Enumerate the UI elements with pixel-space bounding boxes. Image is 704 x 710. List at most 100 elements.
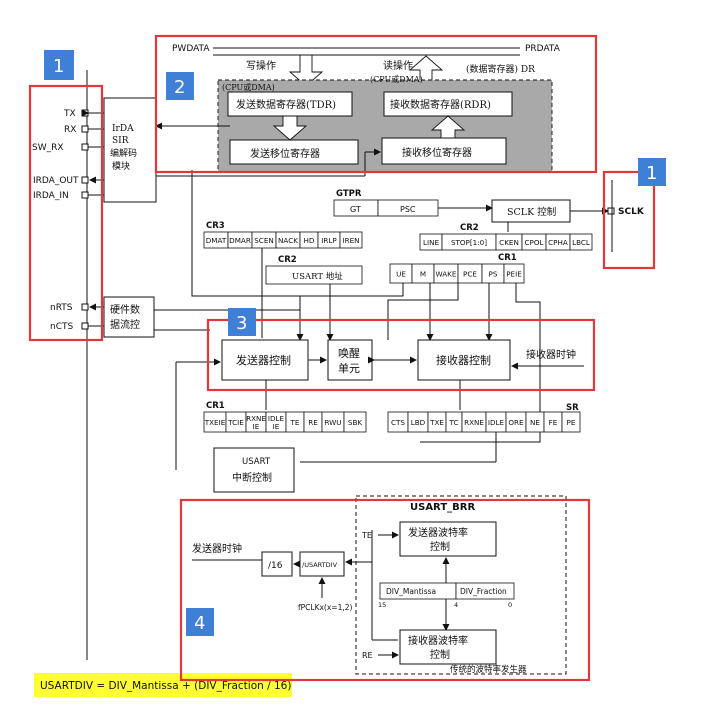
cr3-bit-nack: NACK <box>278 236 298 245</box>
cr1a-bit-peie: PEIE <box>506 270 522 279</box>
cr3-bit-cell <box>339 231 363 249</box>
sr-bit-rxne: RXNE <box>464 418 484 427</box>
pin-square <box>81 109 89 117</box>
usart-int-line-2: 中断控制 <box>232 471 272 484</box>
tx-baud-box <box>399 521 497 557</box>
usart-int-line-1: USART <box>242 457 271 467</box>
rx-clock-label: 接收器时钟 <box>526 348 576 361</box>
rx-shift-label: 接收移位寄存器 <box>402 146 472 159</box>
cr1a-bit-ps: PS <box>489 270 498 279</box>
div-mantissa-label: DIV_Mantissa <box>386 587 436 596</box>
pce-to-rx <box>387 283 459 340</box>
cr2-bit-cpha: CPHA <box>548 238 568 247</box>
cr3-bit-hd: HD <box>304 236 315 245</box>
pin-irda-in: IRDA_IN <box>33 191 69 201</box>
brr-dashed-frame <box>355 495 567 675</box>
cr3-bit-dmat: DMAT <box>206 236 227 245</box>
tx-baud-line-1: 发送器波特率 <box>408 526 468 539</box>
cr1a-bit-ue: UE <box>396 270 406 279</box>
sr-bit-fe: FE <box>549 418 558 427</box>
div-fraction-label: DIV_Fraction <box>460 587 507 596</box>
rx-controller-box <box>417 339 511 381</box>
pin-group-left: TX RX SW_RX IRDA_OUT IRDA_IN nRTS nCTS <box>32 109 89 332</box>
cr1b-bit-cell <box>343 411 367 433</box>
cr1a-bit-cell <box>503 263 525 284</box>
prdata-label: PRDATA <box>525 44 561 54</box>
cr1b-bit-txeie: TXEIE <box>204 418 226 427</box>
gtpr-gt-label: GT <box>350 205 361 214</box>
cr2-bit-stop-1-0-: STOP[1:0] <box>451 238 487 247</box>
irda-line-4: 模块 <box>112 160 130 172</box>
brr-title: USART_BRR <box>410 502 475 513</box>
bit-15-label: 15 <box>378 601 386 609</box>
sclk-pin-label: SCLK <box>618 207 645 217</box>
cpu-dma-left: (CPU或DMA) <box>222 82 275 92</box>
irda-line-2: SIR <box>112 136 129 146</box>
usart-address-box <box>265 265 363 285</box>
badge-1-left <box>44 50 74 80</box>
peie-to-int <box>420 283 541 443</box>
usart-interrupt-box <box>213 447 295 493</box>
cr2-bit-cpol: CPOL <box>524 238 543 247</box>
sclk-control-label: SCLK 控制 <box>507 206 556 218</box>
sr-bit-tc: TC <box>449 418 459 427</box>
div-fraction-box <box>455 582 515 600</box>
flow-line-1: 硬件数 <box>110 303 140 316</box>
cr3-bit-dmar: DMAR <box>229 236 251 245</box>
badge-1-right <box>638 158 666 186</box>
tdr-to-shift-arrow <box>272 115 308 141</box>
ue-to-tx <box>296 283 404 341</box>
badge-2-text: 2 <box>174 77 185 98</box>
cr1a-bit-pce: PCE <box>463 270 477 279</box>
pin-nrts: nRTS <box>50 303 73 313</box>
irda-sir-block <box>103 97 157 203</box>
usartdiv-box <box>299 551 345 577</box>
gtpr-psc-label: PSC <box>400 205 416 214</box>
cr1b-bit-idle-ie: IDLE <box>268 414 285 423</box>
cr2-bit-lbcl: LBCL <box>572 238 590 247</box>
sr-bit-ore: ORE <box>508 418 524 427</box>
badge-3 <box>228 308 256 336</box>
cr2b-title: CR2 <box>278 255 297 265</box>
tdr-label: 发送数据寄存器(TDR) <box>236 98 336 111</box>
tdr-box <box>227 91 353 117</box>
sclk-pin-square <box>607 207 615 215</box>
badge-2 <box>166 72 194 100</box>
badge-3-text: 3 <box>236 313 247 334</box>
pin-irda-out: IRDA_OUT <box>33 176 79 186</box>
hw-flow-control-block <box>103 296 155 338</box>
bit-0-label: 0 <box>508 601 512 609</box>
usartdiv-label: /USARTDIV <box>302 561 338 569</box>
cr1b-bit-idle-ie: IE <box>273 422 280 431</box>
data-register-label: (数据寄存器) DR <box>466 63 535 75</box>
wakeup-unit-box <box>327 339 373 381</box>
cr1b-bit-rxne-ie: RXNE <box>246 414 266 423</box>
bit-4-label: 4 <box>454 601 458 609</box>
cr1b-bit-re: RE <box>308 418 318 427</box>
cr1b-bit-rxne-ie: IE <box>253 422 260 431</box>
red-box-1-left <box>28 84 104 342</box>
rx-baud-line-2: 控制 <box>430 648 450 661</box>
pin-square <box>81 176 89 184</box>
cr1b-bit-te: TE <box>290 418 300 427</box>
cr2-bit-cken: CKEN <box>499 238 519 247</box>
cr2-bit-line: LINE <box>423 238 440 247</box>
cr1b-bit-sbk: SBK <box>348 418 362 427</box>
cr1a-bit-m: M <box>420 270 426 279</box>
pin-tx: TX <box>63 109 76 119</box>
rx-baud-box <box>399 629 497 665</box>
pin-square <box>81 322 89 330</box>
cpu-dma-right: (CPU或DMA) <box>370 74 423 84</box>
tx-shift-label: 发送移位寄存器 <box>250 147 320 160</box>
pin-square <box>81 191 89 199</box>
cr1b-title: CR1 <box>206 401 225 411</box>
pin-square <box>81 143 89 151</box>
sr-title: SR <box>566 403 579 413</box>
sr-bit-lbd: LBD <box>411 418 426 427</box>
rx-baud-line-1: 接收器波特率 <box>408 634 468 647</box>
badge-4-text: 4 <box>194 613 205 634</box>
pin-ncts: nCTS <box>50 322 73 332</box>
